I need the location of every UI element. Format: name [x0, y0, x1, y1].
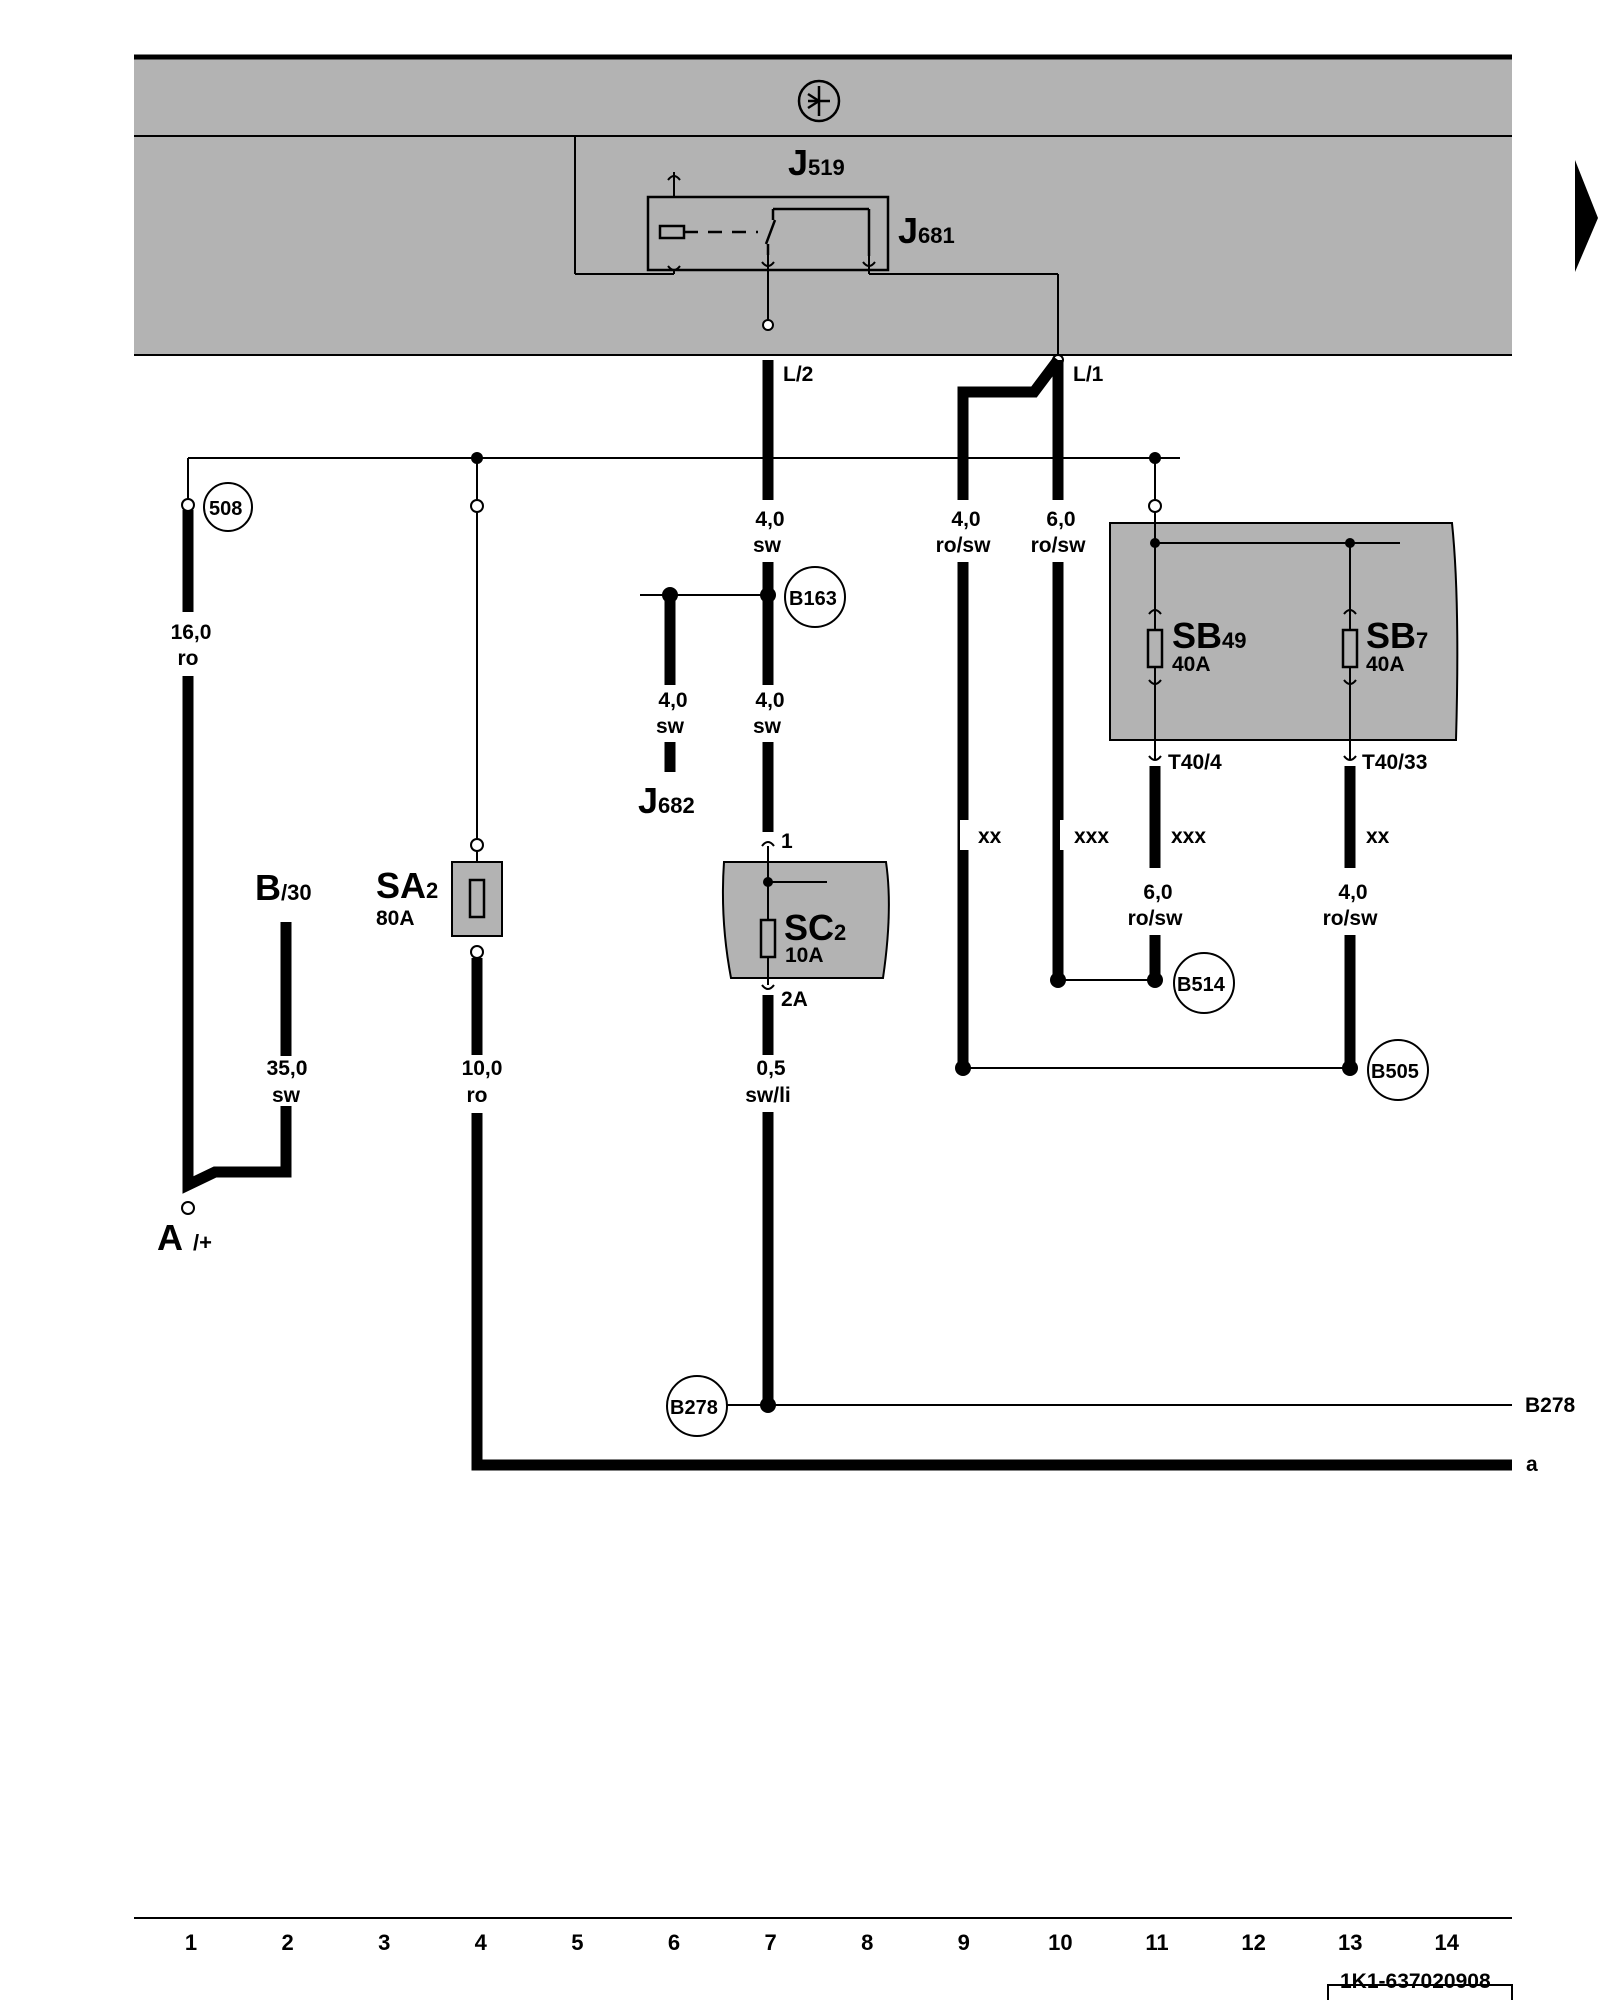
wire-7b-color: sw — [753, 715, 782, 738]
column-number: 11 — [1145, 1930, 1168, 1955]
pin-t40-4-label: T40/4 — [1168, 751, 1222, 774]
wire-13-color: ro/sw — [1323, 907, 1379, 930]
wire-1-size: 16,0 — [171, 621, 212, 644]
column-number: 9 — [958, 1930, 970, 1955]
wire-6-color: sw — [656, 715, 685, 738]
ref-b514-circle — [1173, 952, 1235, 1014]
wire-1-color: ro — [178, 647, 199, 670]
fuse-sc2-label: SC2 — [784, 907, 846, 948]
j681-label: J681 — [898, 210, 955, 251]
diagram-code: 1K1-637020908 — [1340, 1970, 1491, 1993]
mark-col13: xx — [1366, 825, 1390, 848]
column-number: 10 — [1048, 1930, 1072, 1955]
pin-sc2-in-label: 1 — [781, 830, 793, 853]
wire-9-size: 4,0 — [951, 508, 980, 531]
column-number: 8 — [861, 1930, 873, 1955]
column-number: 7 — [764, 1930, 776, 1955]
relay-switch-contact — [764, 219, 777, 245]
fuse-sa2-box — [451, 861, 503, 937]
ref-508-circle — [203, 482, 253, 532]
wire-11-color: ro/sw — [1128, 907, 1184, 930]
ref-508-label: 508 — [209, 498, 242, 520]
column-number: 1 — [185, 1930, 197, 1955]
wire-7b-size: 4,0 — [755, 689, 784, 712]
wire-10-size: 6,0 — [1046, 508, 1075, 531]
fuse-sa2-rating: 80A — [376, 907, 415, 930]
wire-2-color-overlay: sw — [272, 1084, 301, 1107]
column-number: 4 — [475, 1930, 488, 1955]
mark-col10: xxx — [1074, 825, 1109, 848]
column-number: 2 — [281, 1930, 293, 1955]
column-number: 12 — [1241, 1930, 1265, 1955]
wire-11-size: 6,0 — [1143, 881, 1172, 904]
ref-b514-label: B514 — [1177, 974, 1226, 996]
column-number: 6 — [668, 1930, 680, 1955]
mark-col11: xxx — [1171, 825, 1206, 848]
column-number: 3 — [378, 1930, 390, 1955]
ref-a-right-label: a — [1526, 1453, 1538, 1476]
fuse-sb49-rating: 40A — [1172, 653, 1211, 676]
pin-l1-label: L/1 — [1073, 363, 1104, 386]
mark-col9: xx — [978, 825, 1002, 848]
wire-7c-color: sw/li — [745, 1084, 791, 1107]
j682-label: J682 — [638, 780, 695, 821]
wire-7a-size: 4,0 — [755, 508, 784, 531]
wire-9-color: ro/sw — [936, 534, 992, 557]
terminal-a-label: A/+ — [157, 1217, 212, 1258]
wire-13-size: 4,0 — [1338, 881, 1367, 904]
pin-sc2-out-label: 2A — [781, 988, 808, 1011]
fuse-sc2-box — [721, 861, 890, 979]
header-band — [134, 55, 1512, 355]
wire-7c-size: 0,5 — [756, 1057, 786, 1080]
fuse-sc2-rating: 10A — [785, 944, 824, 967]
fuse-block-sb — [1109, 522, 1459, 741]
ref-b163-circle — [784, 566, 846, 628]
wire-2-size-overlay: 35,0 — [267, 1057, 308, 1080]
column-number: 14 — [1435, 1930, 1460, 1955]
column-number: 5 — [571, 1930, 583, 1955]
ref-b163-label: B163 — [789, 588, 837, 610]
fuse-sa2-label: SA2 — [376, 865, 438, 906]
electronic-symbol-icon — [797, 79, 841, 123]
wire-6-size: 4,0 — [658, 689, 687, 712]
ref-b505-label: B505 — [1371, 1061, 1419, 1083]
wire-4-color: ro — [467, 1084, 488, 1107]
diagram-code-box — [1327, 1984, 1513, 2000]
fuse-sb49-label: SB49 — [1172, 615, 1247, 656]
pin-t40-33-label: T40/33 — [1362, 751, 1427, 774]
terminal-b30-label: B/30 — [255, 867, 312, 908]
wire-10-color: ro/sw — [1031, 534, 1087, 557]
ref-b278-label: B278 — [670, 1397, 718, 1419]
pin-l2-label: L/2 — [783, 363, 813, 386]
ref-b505-circle — [1367, 1039, 1429, 1101]
next-page-arrow-icon[interactable] — [1575, 160, 1598, 272]
wire-4-size: 10,0 — [462, 1057, 503, 1080]
j519-label: J519 — [788, 142, 845, 183]
fuse-sb7-label: SB7 — [1366, 615, 1428, 656]
column-number: 13 — [1338, 1930, 1362, 1955]
ref-b278-right-label: B278 — [1525, 1394, 1576, 1417]
fuse-sb7-rating: 40A — [1366, 653, 1405, 676]
wire-7a-color: sw — [753, 534, 782, 557]
